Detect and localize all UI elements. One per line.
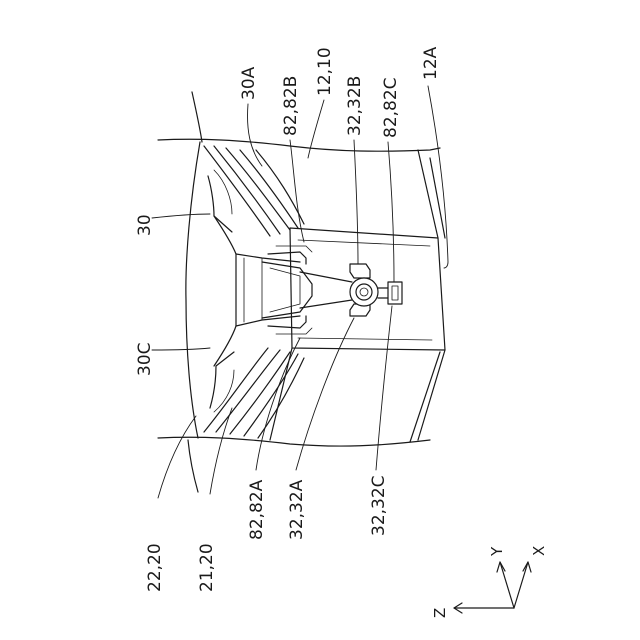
label-30A: 30A <box>239 66 259 100</box>
axis-label-y: Y <box>488 546 506 557</box>
shaft-hub <box>300 264 402 316</box>
label-82-82A: 82,82A <box>247 479 267 540</box>
label-32-32A: 32,32A <box>287 479 307 540</box>
label-82-82B: 82,82B <box>281 76 301 136</box>
coordinate-axes: Z Y X <box>431 546 548 618</box>
reference-labels: 12,10 30A 82,82B 32,32B 82,82C 12A 30 30… <box>135 46 441 592</box>
axis-label-x: X <box>530 546 548 556</box>
label-21-20: 21,20 <box>197 543 217 592</box>
label-12A: 12A <box>421 46 441 80</box>
left-shell <box>186 142 304 438</box>
label-30C: 30C <box>135 342 155 376</box>
label-82-82C: 82,82C <box>381 77 401 138</box>
axis-label-z: Z <box>431 608 449 618</box>
label-12-10: 12,10 <box>315 47 335 96</box>
label-22-20: 22,20 <box>145 543 165 592</box>
label-32-32C: 32,32C <box>369 475 389 536</box>
label-30: 30 <box>135 214 155 236</box>
label-32-32B: 32,32B <box>345 76 365 136</box>
